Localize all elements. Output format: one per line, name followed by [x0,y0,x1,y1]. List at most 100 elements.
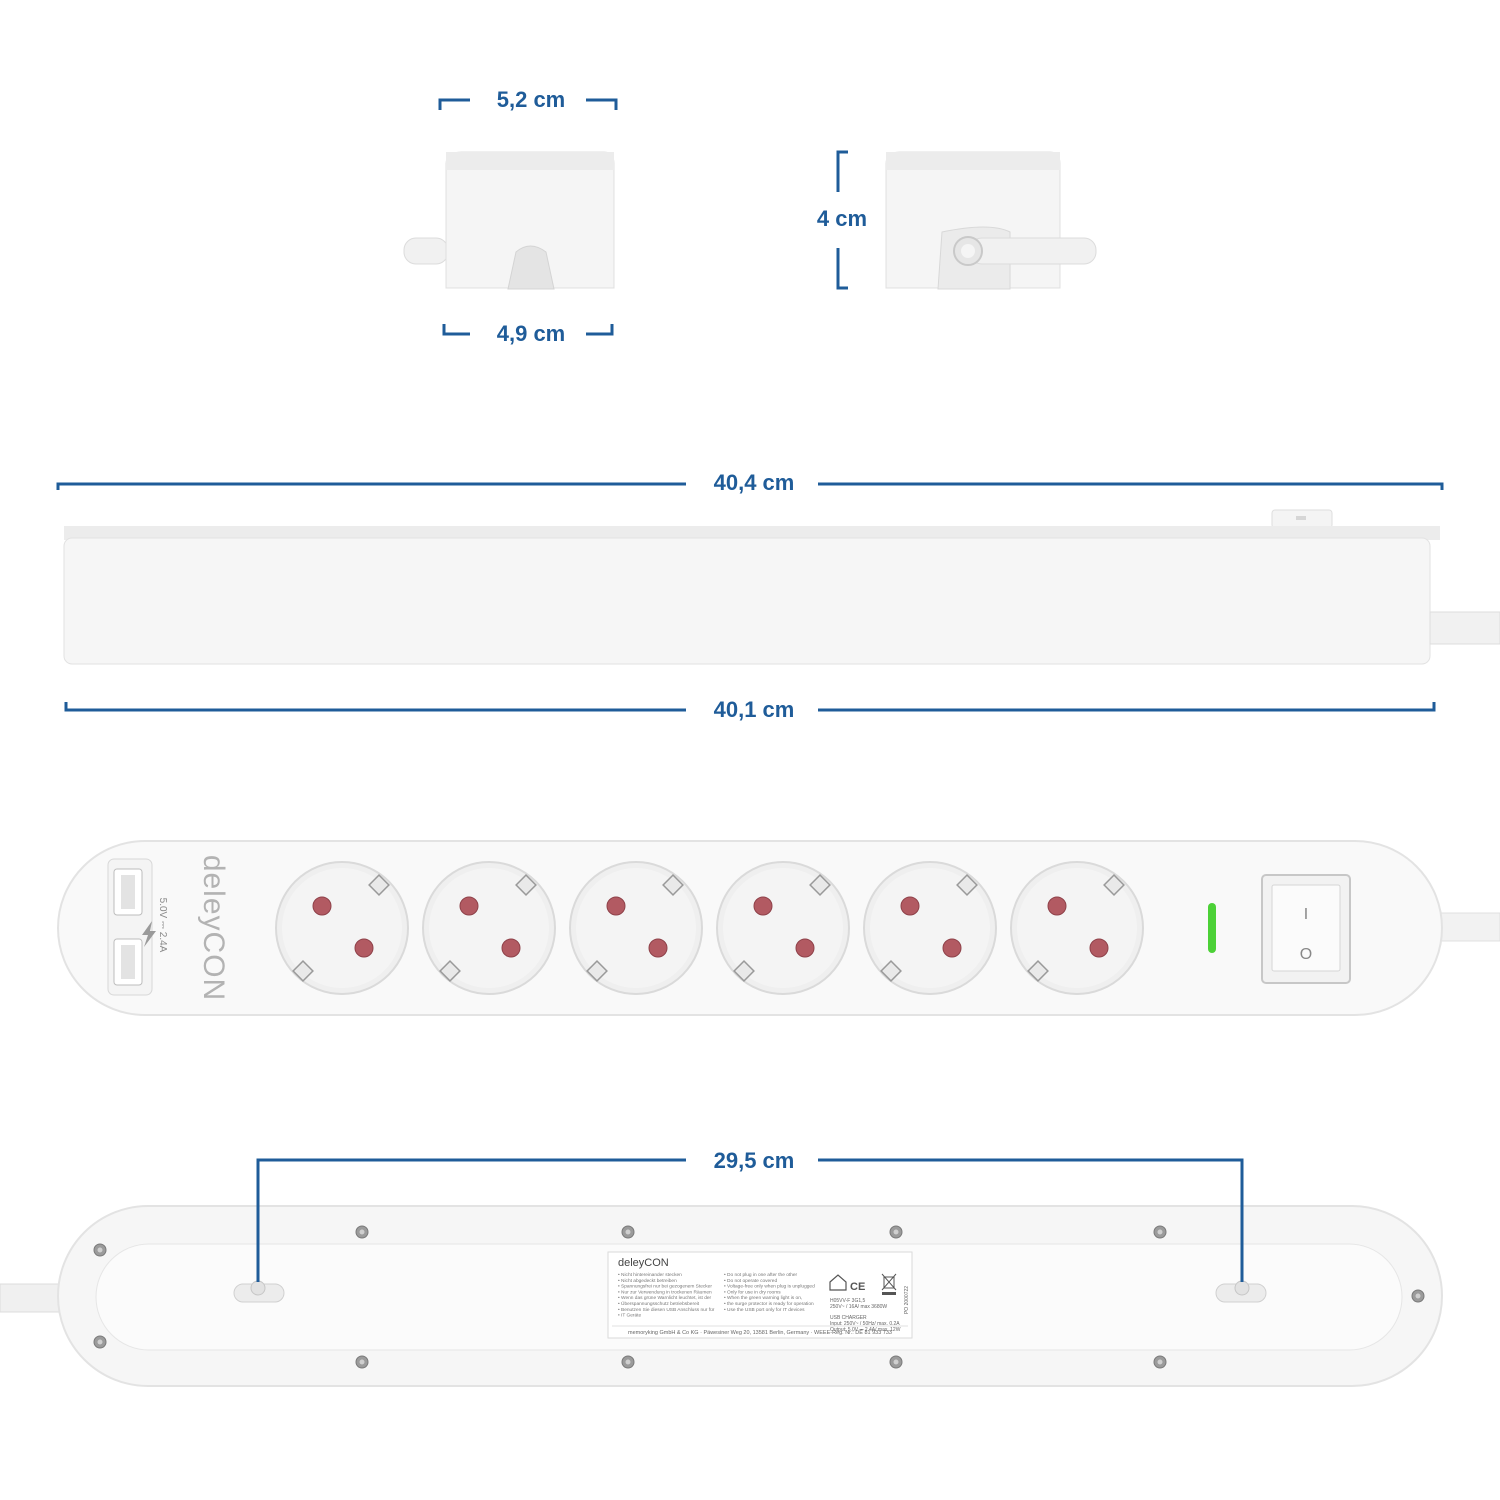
strip-top-view: 5.0V ⎓ 2.4A deleyCON I O [57,840,1500,1016]
label-instruction-line: • Überspannungsschutz betriebsbereit [618,1300,700,1307]
usb-port-2[interactable] [113,938,143,986]
pin-hole [1047,896,1067,916]
label-po-number: PO 2000722 [904,1286,910,1314]
label-usb-input: Input: 250V~ / 50Hz/ max. 0.2A [830,1321,900,1327]
earth-clip [809,874,831,896]
pin-hole [354,938,374,958]
power-switch[interactable]: I O [1261,874,1351,984]
screw [355,1225,369,1239]
status-led [1208,903,1216,953]
screw [1153,1355,1167,1369]
label-instruction-line: • Use the USB port only for IT devices [724,1307,805,1313]
label-instruction-line: • Spannungsfrei nur bei gezogenem Stecke… [618,1284,712,1290]
pin-hole [312,896,332,916]
pin-hole [900,896,920,916]
product-label: deleyCON • Nicht hintereinander stecken•… [607,1251,913,1339]
plug-views [403,98,1097,336]
socket-6[interactable] [1010,861,1144,995]
screw [355,1355,369,1369]
dimension-label-plug-bottom: 4,9 cm [478,323,584,345]
weee-bin-icon [881,1273,897,1295]
dimension-line-plug-bottom [442,324,614,336]
label-usb-output: Output: 5.0V ⎓ 2.4A/ max. 12W [830,1327,901,1333]
label-instruction-line: • the surge protector is ready for opera… [724,1301,814,1307]
earth-clip [292,960,314,982]
earth-clip [1027,960,1049,982]
dimension-line-plug-height [836,150,848,290]
earth-clip [368,874,390,896]
label-brand: deleyCON [618,1257,669,1269]
earth-clip [956,874,978,896]
screw [889,1355,903,1369]
screw [1411,1289,1425,1303]
pin-hole [606,896,626,916]
label-footer: memoryking GmbH & Co KG · Päwesiner Weg … [628,1330,892,1336]
label-instruction-line: • Do not plug in one after the other [724,1272,798,1278]
dimension-label-mount-holes: 29,5 cm [690,1150,818,1172]
socket-5[interactable] [863,861,997,995]
dimension-line-mount-holes [256,1158,1244,1282]
dimension-line-strip-body [64,702,1436,712]
earth-clip [586,960,608,982]
label-instruction-line: • Only for use in dry rooms [724,1289,781,1295]
dimension-label-strip-body: 40,1 cm [690,699,818,721]
label-instruction-line: • Nur zur Verwendung in trockenen Räumen [618,1289,712,1295]
label-rating: 250V~ / 16A/ max 3680W [830,1304,887,1310]
label-instruction-line: • Benutzen Sie diesen USB Anschluss nur … [618,1307,715,1313]
switch-off-symbol: O [1300,946,1312,963]
ce-mark: CE [850,1281,865,1293]
screw [93,1243,107,1257]
plug-side-view [885,151,1097,290]
house-icon [829,1274,847,1291]
earth-clip [733,960,755,982]
earth-clip [662,874,684,896]
dimension-label-strip-top: 40,4 cm [690,472,818,494]
socket-3[interactable] [569,861,703,995]
mount-hole-left [233,1280,285,1303]
label-instruction-line: • Do not operate covered [724,1278,777,1284]
label-usb-charger-title: USB CHARGER [830,1315,867,1321]
pin-hole [753,896,773,916]
earth-clip [1103,874,1125,896]
label-instruction-line: • Nicht abgedeckt betreiben [618,1278,677,1284]
usb-lightning-icon [142,921,156,947]
pin-hole [648,938,668,958]
pin-hole [501,938,521,958]
screw [889,1225,903,1239]
screw [93,1335,107,1349]
screw [621,1225,635,1239]
label-instruction-line: • IT Geräte [618,1313,642,1319]
screw [621,1355,635,1369]
dimension-label-plug-top: 5,2 cm [478,89,584,111]
label-instruction-line: • When the green warning light is on, [724,1295,802,1301]
pin-hole [1089,938,1109,958]
mount-hole-right [1215,1280,1267,1303]
label-instructions-de: • Nicht hintereinander stecken• Nicht ab… [618,1272,715,1319]
screw [1153,1225,1167,1239]
label-model: H05VV-F 3G1,5 [830,1298,866,1304]
usb-port-block [107,858,153,996]
socket-2[interactable] [422,861,556,995]
socket-1[interactable] [275,861,409,995]
usb-spec-label: 5.0V ⎓ 2.4A [157,898,168,953]
socket-group [275,861,1144,995]
brand-logo: deleyCON [197,855,230,1001]
screw-group [93,1225,1425,1369]
dimension-line-plug-top [438,98,618,110]
strip-side-view [56,482,1500,712]
label-instruction-line: • Nicht hintereinander stecken [618,1272,682,1278]
pin-hole [942,938,962,958]
earth-clip [439,960,461,982]
dimension-label-plug-height: 4 cm [800,208,884,230]
label-instructions-en: • Do not plug in one after the other• Do… [724,1272,815,1313]
plug-front-view [403,151,615,290]
usb-port-1[interactable] [113,868,143,916]
earth-clip [880,960,902,982]
dimension-line-strip-top [56,482,1444,490]
socket-4[interactable] [716,861,850,995]
label-instruction-line: • Wenn das grüne Warnlicht leuchtet, ist… [618,1295,712,1301]
label-instruction-line: • Voltage-free only when plug is unplugg… [724,1284,815,1290]
pin-hole [459,896,479,916]
pin-hole [795,938,815,958]
